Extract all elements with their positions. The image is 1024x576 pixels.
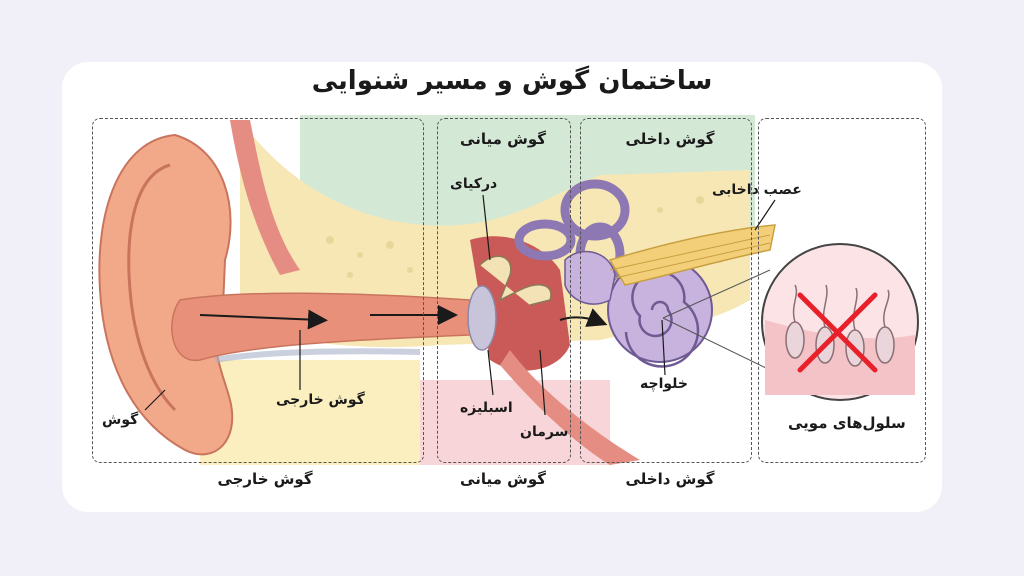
cochlea-label: خلواچه — [640, 376, 688, 392]
hair-cells-label: سلول‌های مویی — [788, 414, 906, 432]
inner-ear-section-title: گوش داخلی — [625, 470, 715, 488]
outer-ear-box — [92, 118, 424, 463]
hair-cell-box — [758, 118, 926, 463]
ear-canal-label: گوش خارجی — [276, 392, 365, 408]
sound-flow-arrows — [199, 305, 608, 330]
eardrum-label: درکیای — [450, 176, 498, 192]
inner-ear-box — [580, 118, 752, 463]
eardrum-shape — [467, 285, 497, 351]
lower-tissue — [200, 360, 420, 465]
hair-cell-magnifier — [761, 243, 919, 401]
middle-ear-box-header: گوش میانی — [460, 130, 546, 148]
pinna-label: گوش — [102, 412, 139, 428]
canal-lining — [214, 348, 421, 363]
stapes-label: اسبلیزه — [460, 400, 513, 416]
damage-cross-icon — [797, 292, 878, 373]
leader-lines — [144, 194, 776, 416]
eustachian-tube — [500, 350, 640, 465]
nerve-fibers — [609, 234, 771, 279]
ossicles — [479, 255, 552, 306]
page-title: ساختمان گوش و مسیر شنوایی — [311, 66, 713, 96]
inner-ear-box-header: گوش داخلی — [625, 130, 715, 148]
skin-band — [230, 120, 300, 275]
outer-ear-section-title: گوش خارجی — [217, 470, 313, 488]
pinna-inner — [127, 163, 177, 412]
auditory-nerve-label: عصب داخابی — [712, 182, 802, 198]
zoom-lines — [662, 269, 771, 371]
hammer-label: سرمان — [520, 424, 569, 440]
middle-ear-section-title: گوش میانی — [460, 470, 546, 488]
middle-ear-box — [437, 118, 571, 463]
